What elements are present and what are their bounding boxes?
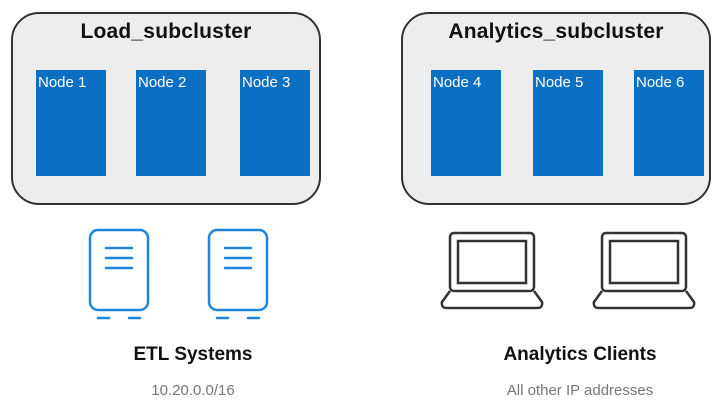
- node-2: Node 2: [136, 70, 206, 176]
- cluster-title: Load_subcluster: [80, 20, 252, 43]
- node-1: Node 1: [36, 70, 106, 176]
- analytics-clients-ip-range: All other IP addresses: [506, 382, 654, 399]
- laptop-icon: [592, 231, 696, 310]
- node-label: Node 4: [433, 74, 482, 91]
- node-label: Node 6: [636, 74, 685, 91]
- node-3: Node 3: [240, 70, 310, 176]
- node-6: Node 6: [634, 70, 704, 176]
- server-icon: [207, 228, 269, 320]
- node-label: Node 5: [535, 74, 584, 91]
- node-5: Node 5: [533, 70, 603, 176]
- load-subcluster: Load_subcluster Node 1 Node 2 Node 3: [11, 12, 321, 205]
- node-label: Node 3: [242, 74, 291, 91]
- analytics-subcluster: Analytics_subcluster Node 4 Node 5 Node …: [401, 12, 711, 205]
- analytics-clients-title: Analytics Clients: [503, 344, 657, 365]
- etl-systems-title: ETL Systems: [133, 344, 253, 365]
- etl-systems-ip-range: 10.20.0.0/16: [151, 382, 235, 399]
- cluster-title: Analytics_subcluster: [448, 20, 664, 43]
- server-icon: [88, 228, 150, 320]
- node-4: Node 4: [431, 70, 501, 176]
- laptop-icon: [440, 231, 544, 310]
- node-label: Node 2: [138, 74, 187, 91]
- node-label: Node 1: [38, 74, 87, 91]
